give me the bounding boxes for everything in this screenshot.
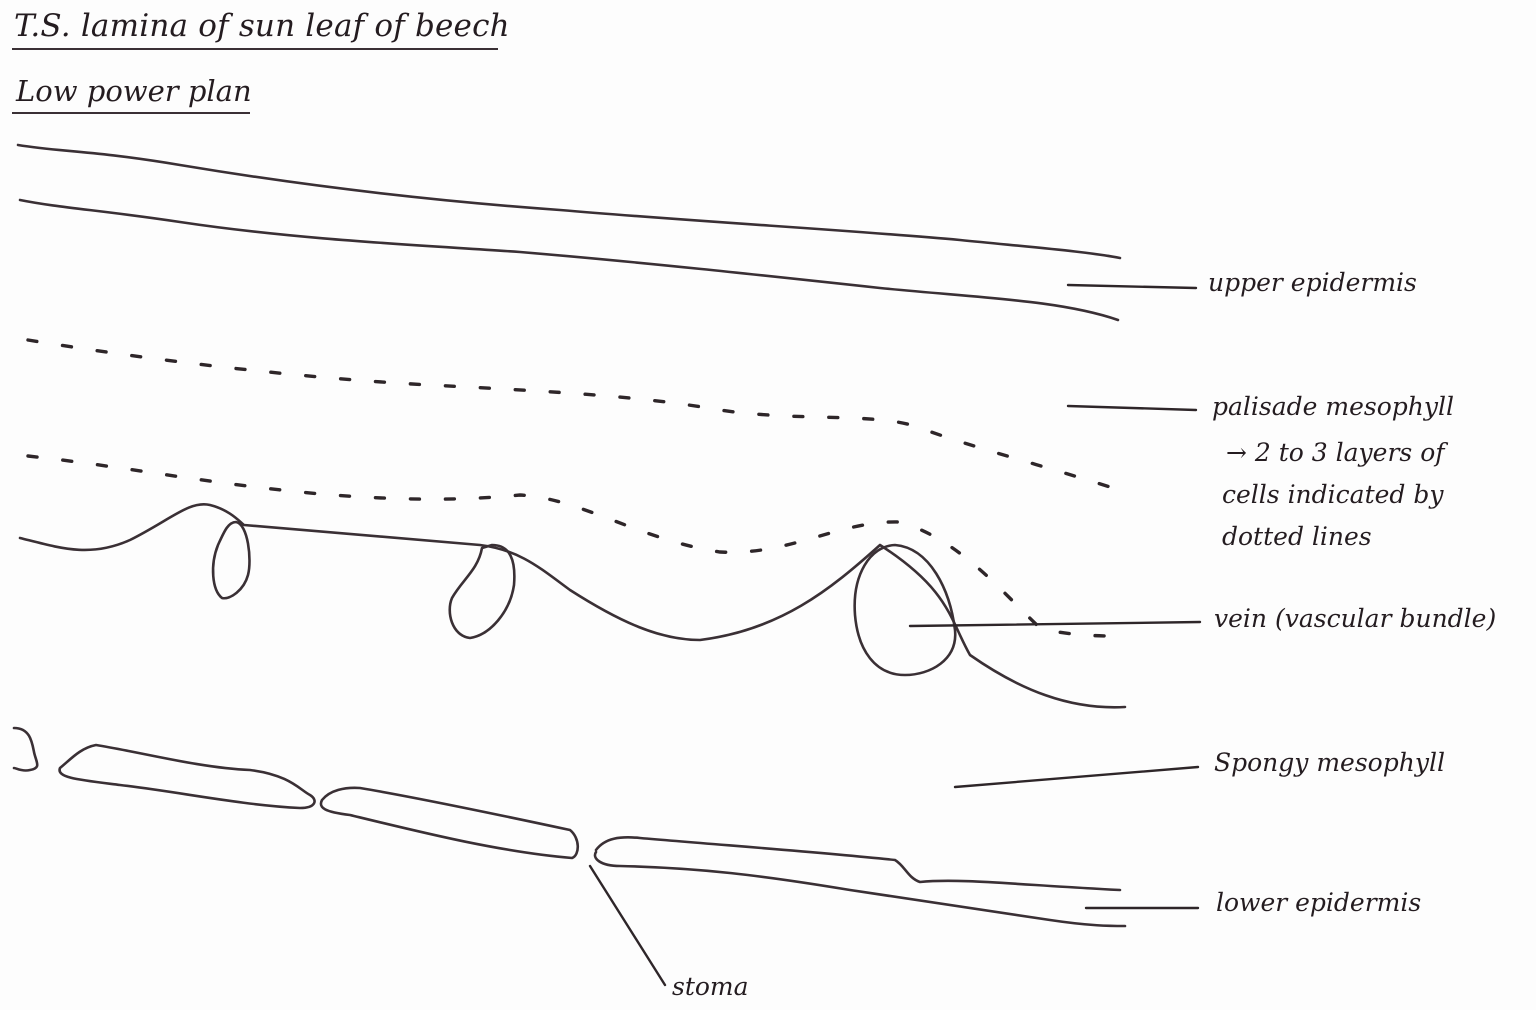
label-lower-epidermis: lower epidermis xyxy=(1216,888,1422,917)
lower-epidermis-end-bracket xyxy=(12,726,39,772)
palisade-note-line-2: cells indicated by xyxy=(1222,480,1444,509)
label-upper-epidermis: upper epidermis xyxy=(1208,268,1417,297)
palisade-note: → 2 to 3 layers of cells indicated by do… xyxy=(1222,432,1445,558)
label-stoma: stoma xyxy=(672,972,749,1001)
label-spongy-mesophyll: Spongy mesophyll xyxy=(1214,748,1445,777)
title-underline xyxy=(12,48,498,50)
lower-epidermis-cell-1 xyxy=(58,743,316,810)
leader-upper-epidermis xyxy=(1066,283,1198,290)
vein-small-2 xyxy=(448,543,516,640)
palisade-upper-dotted-line xyxy=(26,338,1127,494)
leader-spongy-mesophyll xyxy=(953,765,1200,789)
subtitle-underline xyxy=(12,112,250,114)
palisade-note-line-3: dotted lines xyxy=(1222,522,1372,551)
vein-small-1 xyxy=(211,520,251,600)
leader-vein xyxy=(908,620,1202,628)
leader-stoma xyxy=(588,864,667,987)
label-vein: vein (vascular bundle) xyxy=(1214,604,1497,633)
diagram-title: T.S. lamina of sun leaf of beech xyxy=(14,8,510,44)
palisade-lower-dotted-line xyxy=(26,454,1122,638)
lower-epidermis-cell-2 xyxy=(319,786,580,860)
label-palisade-mesophyll: palisade mesophyll xyxy=(1212,392,1454,421)
palisade-spongy-boundary-line xyxy=(18,502,1127,709)
upper-epidermis-outer-line xyxy=(16,143,1122,260)
diagram-subtitle: Low power plan xyxy=(16,74,252,108)
vein-large xyxy=(853,543,957,677)
lower-epidermis-lower-line xyxy=(593,850,1127,928)
leader-palisade-mesophyll xyxy=(1066,404,1198,412)
upper-epidermis-inner-line xyxy=(18,198,1120,322)
lower-epidermis-cell-3 xyxy=(594,836,1122,892)
palisade-note-line-1: → 2 to 3 layers of xyxy=(1226,438,1445,467)
